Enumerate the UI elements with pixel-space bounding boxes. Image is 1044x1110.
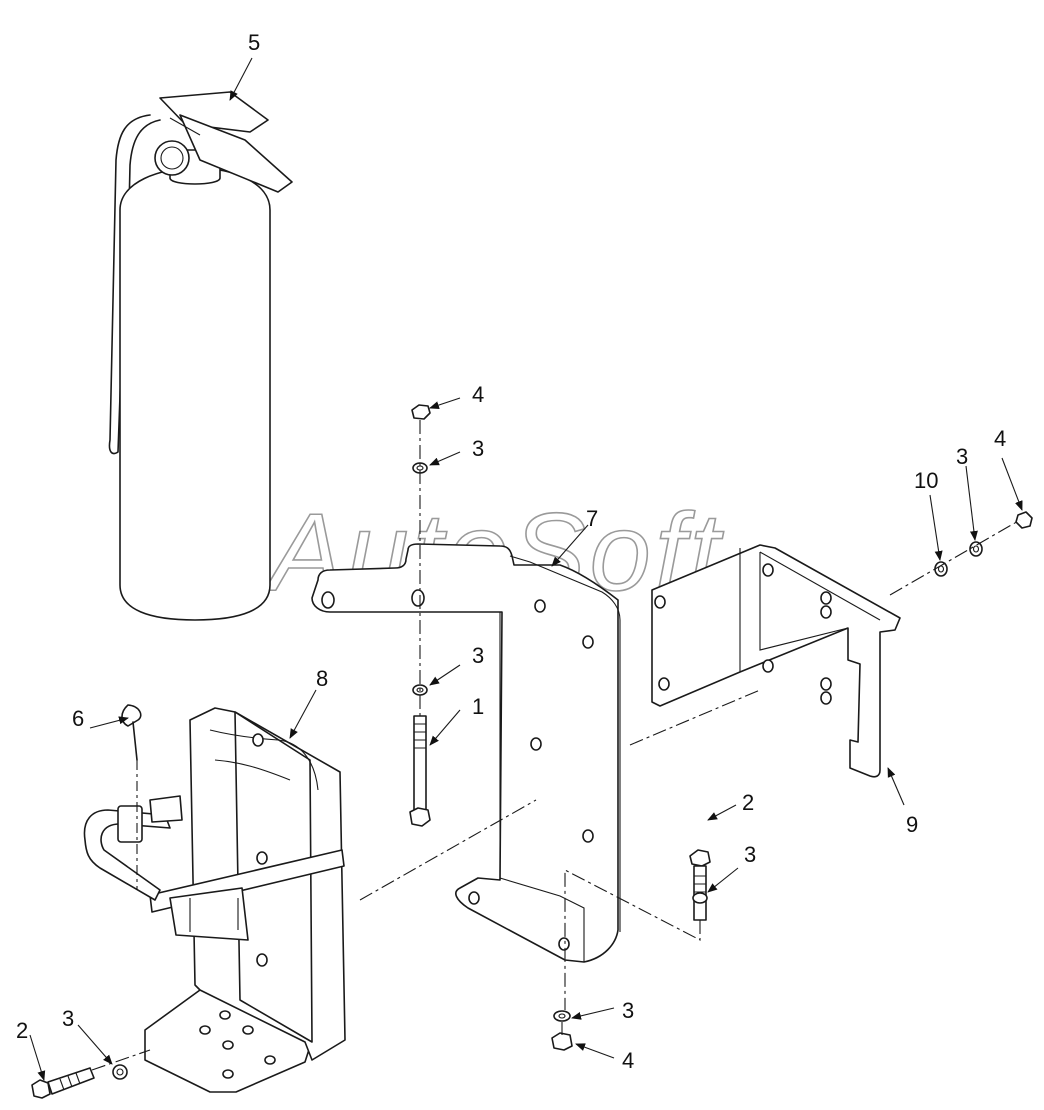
nut-top xyxy=(411,404,431,420)
callout-3-left: 3 xyxy=(62,1006,74,1031)
rear-bracket xyxy=(651,544,901,778)
callout-5: 5 xyxy=(248,30,260,55)
extinguisher-holder xyxy=(83,707,346,1093)
nut-bottom xyxy=(551,1032,573,1051)
callout-8: 8 xyxy=(316,666,328,691)
cotter-pin xyxy=(121,704,142,890)
callout-2-right: 2 xyxy=(742,790,754,815)
callout-3-far-right: 3 xyxy=(956,444,968,469)
fasteners xyxy=(31,404,1033,1099)
callout-7: 7 xyxy=(586,506,598,531)
lockwasher-right xyxy=(969,541,983,557)
washer-bottom xyxy=(553,1010,571,1022)
callout-3-mid: 3 xyxy=(472,643,484,668)
callout-leaders xyxy=(29,57,1023,1081)
washer-10 xyxy=(934,561,948,577)
nut-right xyxy=(1015,511,1033,529)
callout-3-top: 3 xyxy=(472,436,484,461)
callout-6: 6 xyxy=(72,706,84,731)
callout-9: 9 xyxy=(906,812,918,837)
callout-1: 1 xyxy=(472,694,484,719)
callout-2-left: 2 xyxy=(16,1018,28,1043)
alignment-lines xyxy=(91,420,1021,1071)
callout-10: 10 xyxy=(914,468,938,493)
main-bracket xyxy=(311,543,621,963)
callout-4-top: 4 xyxy=(472,382,484,407)
bolt-center xyxy=(413,715,427,811)
bolt-right xyxy=(689,849,711,867)
callout-3-right: 3 xyxy=(744,842,756,867)
callout-4-bottom: 4 xyxy=(622,1048,634,1073)
washer-left xyxy=(112,1064,128,1080)
callout-3-bottom: 3 xyxy=(622,998,634,1023)
callout-4-right: 4 xyxy=(994,426,1006,451)
fire-extinguisher xyxy=(108,91,293,621)
bolt-left xyxy=(31,1079,51,1099)
callout-labels: 5 4 3 7 3 1 8 6 2 3 9 10 3 4 3 4 3 2 xyxy=(16,30,1006,1073)
